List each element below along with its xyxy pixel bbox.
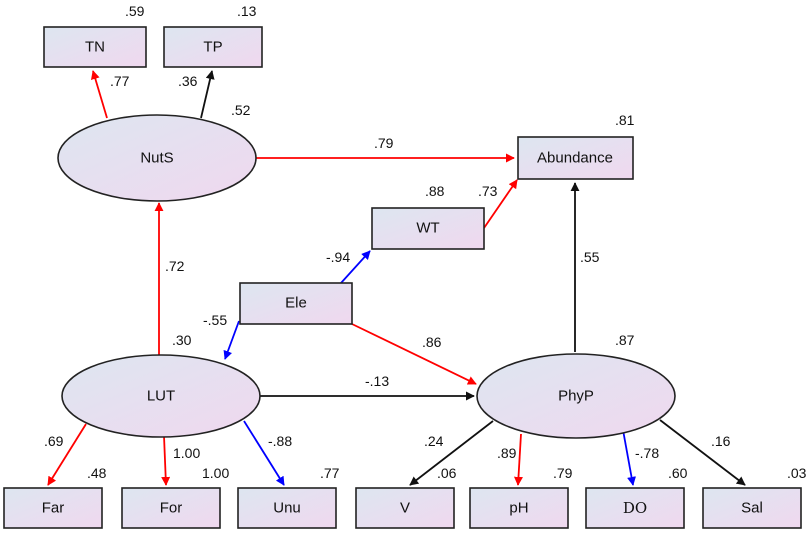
- path-coefficients: .77 .36 .79 .73 -.94 .72 -.55 .86 -.13 .…: [44, 73, 731, 461]
- r2-for: 1.00: [202, 465, 229, 481]
- node-v: [355, 487, 455, 529]
- node-ele-label: Ele: [285, 295, 307, 312]
- node-do-label: DO: [623, 499, 647, 517]
- node-tn-label: TN: [85, 39, 105, 56]
- coef-lut-far: .69: [44, 433, 64, 449]
- coef-phyp-v: .24: [424, 433, 444, 449]
- r2-v: .06: [437, 465, 457, 481]
- node-sal-label: Sal: [741, 500, 763, 517]
- node-for: [121, 487, 221, 529]
- coef-phyp-ph: .89: [497, 445, 517, 461]
- node-unu-label: Unu: [273, 500, 301, 517]
- node-phyp: [476, 353, 676, 439]
- paths: [47, 70, 746, 486]
- node-ele: [239, 282, 353, 325]
- r2-do: .60: [668, 465, 688, 481]
- r2-ph: .79: [553, 465, 573, 481]
- node-lut-label: LUT: [147, 388, 175, 405]
- node-do: [585, 487, 685, 529]
- node-abundance-label: Abundance: [537, 150, 613, 167]
- node-wt-label: WT: [416, 220, 439, 237]
- path-ele-wt: [340, 250, 371, 284]
- coef-ele-phyp: .86: [422, 334, 442, 350]
- coef-phyp-sal: .16: [711, 433, 731, 449]
- r2-far: .48: [87, 465, 107, 481]
- path-wt-abundance: [483, 179, 518, 229]
- r2-sal: .03: [787, 465, 807, 481]
- path-lut-unu: [243, 420, 285, 486]
- coef-phyp-do: -.78: [635, 445, 659, 461]
- node-nuts-label: NutS: [140, 150, 173, 167]
- coef-lut-nuts: .72: [165, 258, 185, 274]
- node-tn: [43, 26, 147, 68]
- node-sal: [702, 487, 802, 529]
- coef-lut-phyp: -.13: [365, 373, 389, 389]
- path-ele-phyp: [351, 323, 477, 385]
- path-lut-far: [47, 423, 87, 486]
- path-phyp-ph: [513, 433, 523, 486]
- coef-lut-for: 1.00: [173, 445, 200, 461]
- r2-unu: .77: [320, 465, 340, 481]
- coef-ele-wt: -.94: [326, 249, 350, 265]
- node-abundance: [517, 136, 634, 180]
- path-ele-lut: [223, 320, 240, 360]
- node-nuts: [57, 114, 257, 202]
- node-for-label: For: [160, 500, 183, 517]
- node-lut: [61, 354, 261, 438]
- coef-wt-abundance: .73: [478, 183, 498, 199]
- node-tp: [163, 26, 263, 68]
- path-nuts-tn: [90, 70, 108, 119]
- node-wt: [371, 207, 485, 250]
- coef-phyp-abundance: .55: [580, 249, 600, 265]
- node-unu: [237, 487, 337, 529]
- coef-nuts-tn: .77: [110, 73, 130, 89]
- path-phyp-v: [409, 420, 494, 486]
- r2-lut: .30: [172, 332, 192, 348]
- coef-nuts-tp: .36: [178, 73, 198, 89]
- path-phyp-do: [622, 429, 636, 486]
- r2-nuts: .52: [231, 102, 251, 118]
- coef-lut-unu: -.88: [268, 433, 292, 449]
- node-far: [3, 487, 103, 529]
- path-nuts-tp: [200, 70, 215, 119]
- path-phyp-sal: [659, 419, 746, 486]
- r2-tn: .59: [125, 3, 145, 19]
- node-phyp-label: PhyP: [558, 388, 594, 405]
- node-ph-label: pH: [509, 500, 528, 517]
- r-squared-labels: .59 .13 .52 .81 .88 .30 .87 .48 1.00 .77…: [87, 3, 807, 481]
- path-lut-for: [161, 435, 171, 486]
- r2-abundance: .81: [615, 112, 635, 128]
- node-ph: [469, 487, 569, 529]
- nodes: TN TP Abundance WT Ele Far For Unu V pH …: [3, 26, 802, 529]
- node-tp-label: TP: [203, 39, 222, 56]
- r2-tp: .13: [237, 3, 257, 19]
- coef-nuts-abundance: .79: [374, 135, 394, 151]
- r2-phyp: .87: [615, 332, 635, 348]
- node-v-label: V: [400, 500, 410, 517]
- coef-ele-lut: -.55: [203, 312, 227, 328]
- node-far-label: Far: [42, 500, 65, 517]
- r2-wt: .88: [425, 183, 445, 199]
